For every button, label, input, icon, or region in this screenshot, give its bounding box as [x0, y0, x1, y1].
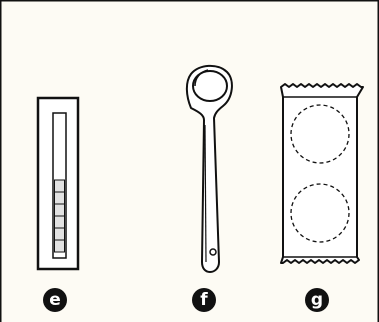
measuring-spoon-icon [187, 66, 232, 272]
item-label-e: e [43, 288, 67, 312]
tablet-blister-pack-icon [281, 84, 363, 263]
test-strip-case-icon [38, 98, 78, 269]
item-label-g: g [305, 288, 329, 312]
item-label-f: f [192, 288, 216, 312]
